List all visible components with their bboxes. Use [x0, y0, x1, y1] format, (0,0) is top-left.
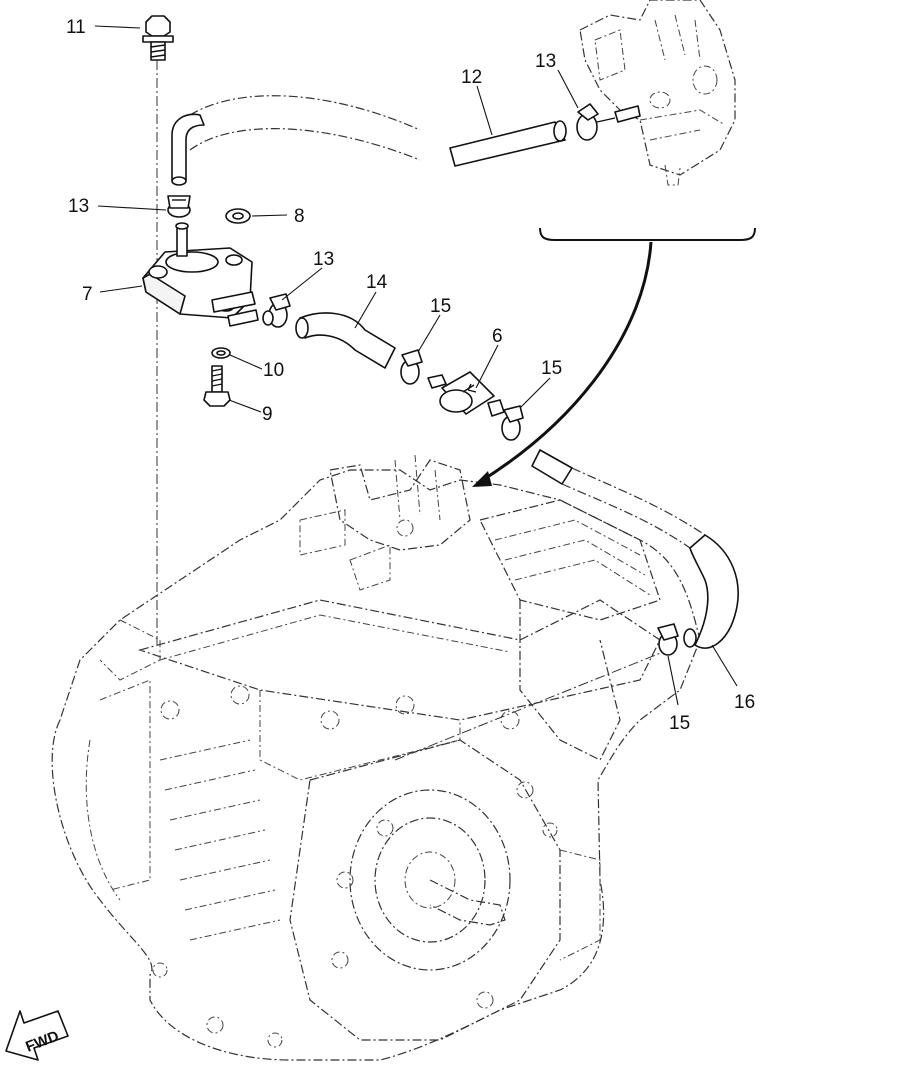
hose-14	[295, 312, 396, 369]
callout-9: 9	[262, 404, 273, 425]
fuel-filter-6	[427, 371, 505, 417]
clamp-13-pump-top	[167, 195, 191, 218]
callout-6: 6	[492, 326, 503, 347]
hose-centerline	[394, 649, 669, 761]
detail-bracket	[539, 227, 756, 241]
carburetor-ghost	[579, 0, 736, 186]
fuel-pump-7	[142, 222, 259, 327]
hose-12	[171, 95, 567, 186]
callout-11: 11	[66, 17, 86, 38]
bolt-9	[203, 365, 231, 407]
engine-block-ghost	[51, 454, 701, 1061]
bolt-11	[142, 15, 174, 61]
callout-10: 10	[263, 360, 284, 381]
clamp-15-filter-inlet	[400, 349, 423, 385]
leader-lines	[94, 25, 738, 706]
clamp-13-carb	[576, 103, 616, 141]
callout-16: 16	[734, 692, 755, 713]
callout-15-filter-outlet: 15	[541, 358, 562, 379]
callout-13-pump-outlet: 13	[313, 249, 334, 270]
callout-numbers: 11 12 13 13 8 13 14 7 15 6 15 10 9 15 16	[66, 17, 755, 734]
callout-15-filter-inlet: 15	[430, 296, 451, 317]
fwd-direction-badge: FWD	[5, 1010, 69, 1061]
callout-8: 8	[294, 206, 305, 227]
detail-arrow	[472, 241, 653, 487]
clamp-13-pump-outlet	[262, 293, 291, 328]
hose-16	[531, 449, 739, 649]
callout-15-engine: 15	[669, 713, 690, 734]
clamp-15-filter-outlet	[501, 405, 524, 441]
callout-12: 12	[461, 67, 482, 88]
callout-13-carb: 13	[535, 51, 556, 72]
washer-10	[211, 347, 231, 359]
callout-13-pump-top: 13	[68, 196, 89, 217]
washer-8	[225, 208, 251, 224]
clamp-15-engine	[657, 623, 679, 656]
callout-7: 7	[82, 284, 93, 305]
callout-14: 14	[366, 272, 388, 293]
